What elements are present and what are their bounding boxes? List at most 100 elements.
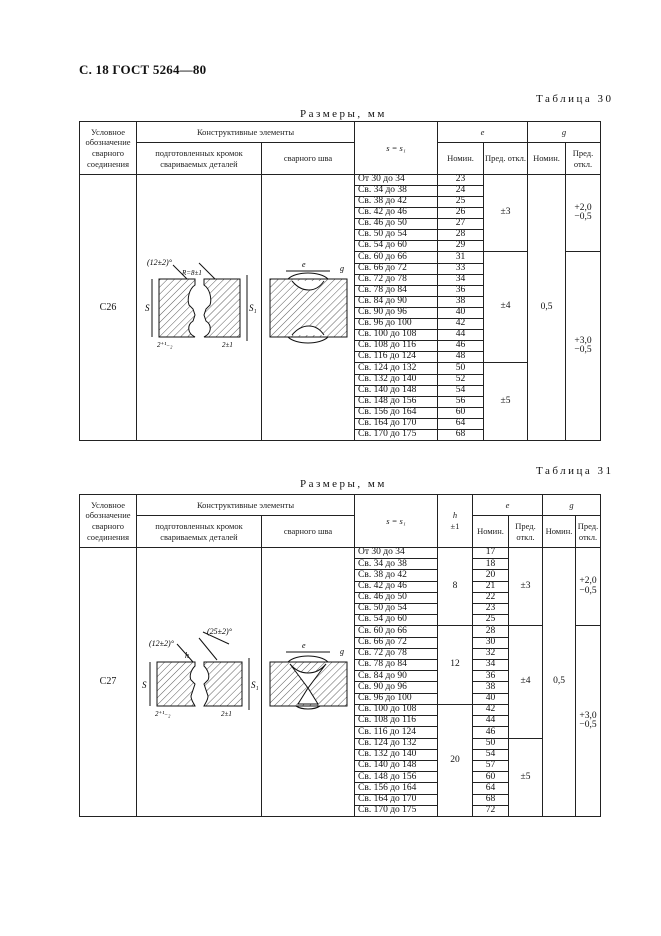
e-nom-cell: 25 bbox=[472, 614, 509, 627]
h-cell: 12 bbox=[437, 625, 473, 705]
prepared-edges-drawing-c26: (12±2)° R=8±1 S S₁ 2⁺¹₋₂ 2±1 bbox=[136, 174, 262, 441]
g-nom-cell: 0,5 bbox=[542, 547, 576, 817]
range-cell: Св. 60 до 66 bbox=[354, 251, 438, 264]
header-e-nom: Номин. bbox=[472, 515, 509, 548]
e-nom-cell: 23 bbox=[472, 602, 509, 616]
e-nom-cell: 36 bbox=[437, 285, 484, 297]
e-nom-cell: 42 bbox=[437, 318, 484, 330]
header-h-tol: ±1 bbox=[450, 521, 460, 531]
range-cell: Св. 72 до 78 bbox=[354, 274, 438, 286]
gap-label-c26: 2⁺¹₋₂ bbox=[157, 341, 173, 349]
header-h-symbol: h bbox=[452, 510, 458, 521]
range-cell: Св. 140 до 148 bbox=[354, 385, 438, 397]
e-nom-cell: 68 bbox=[472, 793, 509, 806]
angle1-label-c27: (12±2)° bbox=[149, 639, 175, 648]
header-conn-designation: Условное обозначение сварного соединения bbox=[79, 121, 137, 175]
e-nom-cell: 44 bbox=[437, 329, 484, 341]
e-nom-cell: 50 bbox=[437, 362, 484, 375]
s1-label-c26: S₁ bbox=[249, 303, 257, 313]
header-prepared-edges: подготовленных кромок свариваемых детале… bbox=[136, 142, 262, 175]
g-label-c27: g bbox=[340, 647, 344, 656]
range-cell: Св. 50 до 54 bbox=[354, 602, 438, 616]
angle2-label-c27: (25±2)° bbox=[207, 627, 233, 636]
e-nom-cell: 25 bbox=[437, 196, 484, 208]
s1-label-c27: S₁ bbox=[251, 680, 259, 690]
e-nom-cell: 42 bbox=[472, 703, 509, 717]
e-nom-cell: 68 bbox=[437, 429, 484, 441]
e-nom-cell: 60 bbox=[437, 407, 484, 419]
table-31-caption: Таблица 31 bbox=[536, 465, 614, 477]
header-g-tol: Пред. откл. bbox=[575, 515, 601, 548]
range-cell: Св. 60 до 66 bbox=[354, 625, 438, 638]
e-nom-cell: 30 bbox=[472, 636, 509, 649]
e-nom-cell: 28 bbox=[437, 229, 484, 241]
range-cell: Св. 78 до 84 bbox=[354, 659, 438, 672]
e-nom-cell: 54 bbox=[437, 385, 484, 397]
e-tol-cell: ±4 bbox=[508, 625, 543, 739]
e-nom-cell: 64 bbox=[437, 418, 484, 430]
g-tol-cell: +2,0−0,5 bbox=[565, 174, 601, 252]
page-header: С. 18 ГОСТ 5264—80 bbox=[79, 62, 207, 77]
range-cell: Св. 116 до 124 bbox=[354, 726, 438, 739]
range-cell: Св. 148 до 156 bbox=[354, 771, 438, 784]
g-label-c26: g bbox=[340, 264, 344, 273]
header-g: g bbox=[527, 121, 601, 143]
header-e-tol: Пред. откл. bbox=[483, 142, 528, 175]
e-nom-cell: 72 bbox=[472, 804, 509, 818]
e-nom-cell: 33 bbox=[437, 263, 484, 275]
e-nom-cell: 46 bbox=[437, 340, 484, 352]
s-label-c27: S bbox=[142, 680, 147, 690]
table-31-sizes-caption: Размеры, мм bbox=[300, 478, 387, 490]
range-cell: Св. 148 до 156 bbox=[354, 396, 438, 408]
root-label-c26: 2±1 bbox=[222, 341, 233, 349]
range-cell: Св. 100 до 108 bbox=[354, 703, 438, 717]
e-nom-cell: 40 bbox=[472, 692, 509, 705]
header-e-tol: Пред. откл. bbox=[508, 515, 543, 548]
s-label-c26: S bbox=[145, 303, 150, 313]
e-nom-cell: 28 bbox=[472, 625, 509, 638]
range-cell: Св. 66 до 72 bbox=[354, 636, 438, 649]
range-cell: Св. 90 до 96 bbox=[354, 681, 438, 694]
header-e: e bbox=[472, 494, 543, 516]
g-nom-cell: 0,5 bbox=[527, 174, 566, 441]
header-weld: сварного шва bbox=[261, 515, 355, 548]
header-h: h±1 bbox=[437, 494, 473, 548]
header-conn-designation: Условное обозначение сварного соединения bbox=[79, 494, 137, 548]
range-cell: Св. 170 до 175 bbox=[354, 804, 438, 818]
e-label-c27: e bbox=[302, 641, 306, 650]
range-cell: Св. 100 до 108 bbox=[354, 329, 438, 341]
e-tol-cell: ±5 bbox=[508, 737, 543, 817]
e-nom-cell: 57 bbox=[472, 760, 509, 773]
e-nom-cell: 38 bbox=[437, 296, 484, 308]
e-nom-cell: 38 bbox=[472, 681, 509, 694]
e-nom-cell: 46 bbox=[472, 726, 509, 739]
range-cell: Св. 34 до 38 bbox=[354, 558, 438, 571]
g-tol-plus: +3,0 bbox=[579, 710, 597, 721]
e-nom-cell: 48 bbox=[437, 351, 484, 363]
range-cell: Св. 90 до 96 bbox=[354, 307, 438, 319]
e-nom-cell: 27 bbox=[437, 218, 484, 230]
header-constructive: Конструктивные элементы bbox=[136, 494, 355, 516]
range-cell: Св. 170 до 175 bbox=[354, 429, 438, 441]
range-cell: Св. 164 до 170 bbox=[354, 793, 438, 806]
designation-c27: С27 bbox=[79, 547, 137, 817]
range-cell: Св. 66 до 72 bbox=[354, 263, 438, 275]
g-tol-minus: −0,5 bbox=[574, 212, 592, 222]
root-label-c27: 2±1 bbox=[221, 710, 232, 718]
header-prepared-edges: подготовленных кромок свариваемых детале… bbox=[136, 515, 262, 548]
e-nom-cell: 34 bbox=[437, 274, 484, 286]
range-cell: Св. 78 до 84 bbox=[354, 285, 438, 297]
weld-drawing-c27: e g bbox=[261, 547, 355, 817]
range-cell: Св. 108 до 116 bbox=[354, 715, 438, 728]
header-g-nom: Номин. bbox=[527, 142, 566, 175]
range-cell: Св. 42 до 46 bbox=[354, 207, 438, 219]
range-cell: Св. 164 до 170 bbox=[354, 418, 438, 430]
e-nom-cell: 64 bbox=[472, 782, 509, 795]
e-nom-cell: 22 bbox=[472, 591, 509, 604]
table-30: Условное обозначение сварного соединения… bbox=[79, 121, 601, 441]
e-nom-cell: 23 bbox=[437, 174, 484, 186]
e-nom-cell: 32 bbox=[472, 647, 509, 661]
range-cell: Св. 72 до 78 bbox=[354, 647, 438, 661]
g-tol-cell: +3,0−0,5 bbox=[565, 251, 601, 441]
e-nom-cell: 24 bbox=[437, 185, 484, 197]
